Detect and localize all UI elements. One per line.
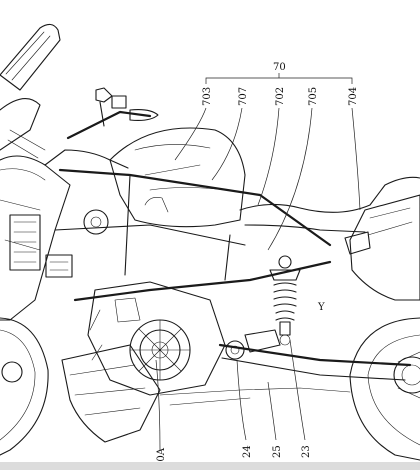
frame — [54, 168, 332, 302]
label-24: 24 — [242, 445, 253, 458]
rear-wheel — [349, 317, 420, 461]
label-y: Y — [317, 302, 325, 313]
fuel-tank — [109, 127, 246, 228]
label-705: 705 — [308, 87, 319, 106]
label-704: 704 — [348, 87, 359, 106]
label-703: 703 — [202, 87, 213, 106]
label-10a: 10A — [156, 447, 167, 468]
leader-lines — [155, 107, 361, 451]
handlebar — [66, 87, 159, 140]
rear-shock — [269, 255, 301, 346]
bottom-strip — [0, 462, 420, 470]
windshield — [0, 23, 61, 151]
swingarm — [218, 329, 412, 381]
label-25: 25 — [272, 445, 283, 458]
label-707: 707 — [238, 87, 249, 106]
front-fairing — [0, 129, 129, 321]
label-bracket-70 — [205, 73, 353, 84]
tail-section — [344, 194, 420, 301]
label-23: 23 — [301, 445, 312, 458]
front-wheel — [0, 317, 49, 456]
engine — [87, 281, 226, 396]
radiator — [9, 209, 109, 278]
label-70: 70 — [273, 62, 286, 73]
label-702: 702 — [275, 87, 286, 106]
belly-pan — [159, 387, 351, 406]
lower-fairing — [61, 344, 161, 443]
seat — [239, 176, 420, 233]
